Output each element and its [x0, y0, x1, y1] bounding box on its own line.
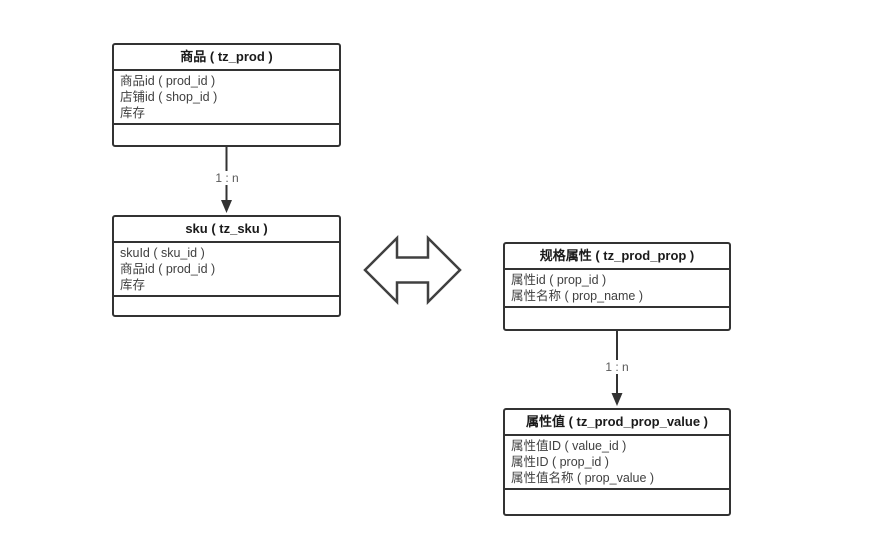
- entity-table-prod-prop-value[interactable]: 属性值 ( tz_prod_prop_value ) 属性值ID ( value…: [503, 408, 731, 516]
- entity-table-prod[interactable]: 商品 ( tz_prod ) 商品id ( prod_id ) 店铺id ( s…: [112, 43, 341, 147]
- table-empty-section: [114, 125, 339, 145]
- table-field: 库存: [120, 278, 146, 292]
- table-field: 属性ID ( prop_id ): [511, 455, 609, 469]
- table-field: 店铺id ( shop_id ): [120, 90, 218, 104]
- cardinality-label: 1 : n: [602, 360, 632, 374]
- table-field: 库存: [120, 106, 146, 120]
- arrowhead-down-icon: [611, 393, 623, 406]
- table-title: 商品 ( tz_prod ): [114, 45, 339, 71]
- table-title: 属性值 ( tz_prod_prop_value ): [505, 410, 729, 436]
- table-title: sku ( tz_sku ): [114, 217, 339, 243]
- table-fields: 属性值ID ( value_id ) 属性ID ( prop_id ) 属性值名…: [505, 436, 729, 490]
- table-field: 属性名称 ( prop_name ): [511, 289, 643, 303]
- table-title: 规格属性 ( tz_prod_prop ): [505, 244, 729, 270]
- entity-table-prod-prop[interactable]: 规格属性 ( tz_prod_prop ) 属性id ( prop_id ) 属…: [503, 242, 731, 331]
- table-empty-section: [114, 297, 339, 315]
- table-empty-section: [505, 490, 729, 514]
- arrowhead-down-icon: [221, 200, 232, 213]
- table-field: 商品id ( prod_id ): [120, 74, 216, 88]
- table-field: 属性值名称 ( prop_value ): [511, 471, 655, 485]
- table-field: skuId ( sku_id ): [120, 246, 205, 260]
- double-arrow-shape[interactable]: [363, 234, 462, 306]
- table-fields: 属性id ( prop_id ) 属性名称 ( prop_name ): [505, 270, 729, 308]
- cardinality-label: 1 : n: [212, 171, 242, 185]
- entity-table-sku[interactable]: sku ( tz_sku ) skuId ( sku_id ) 商品id ( p…: [112, 215, 341, 317]
- table-fields: skuId ( sku_id ) 商品id ( prod_id ) 库存: [114, 243, 339, 297]
- table-field: 属性值ID ( value_id ): [511, 439, 627, 453]
- table-field: 属性id ( prop_id ): [511, 273, 607, 287]
- left-right-arrow-icon: [363, 234, 462, 306]
- table-field: 商品id ( prod_id ): [120, 262, 216, 276]
- table-empty-section: [505, 308, 729, 329]
- table-fields: 商品id ( prod_id ) 店铺id ( shop_id ) 库存: [114, 71, 339, 125]
